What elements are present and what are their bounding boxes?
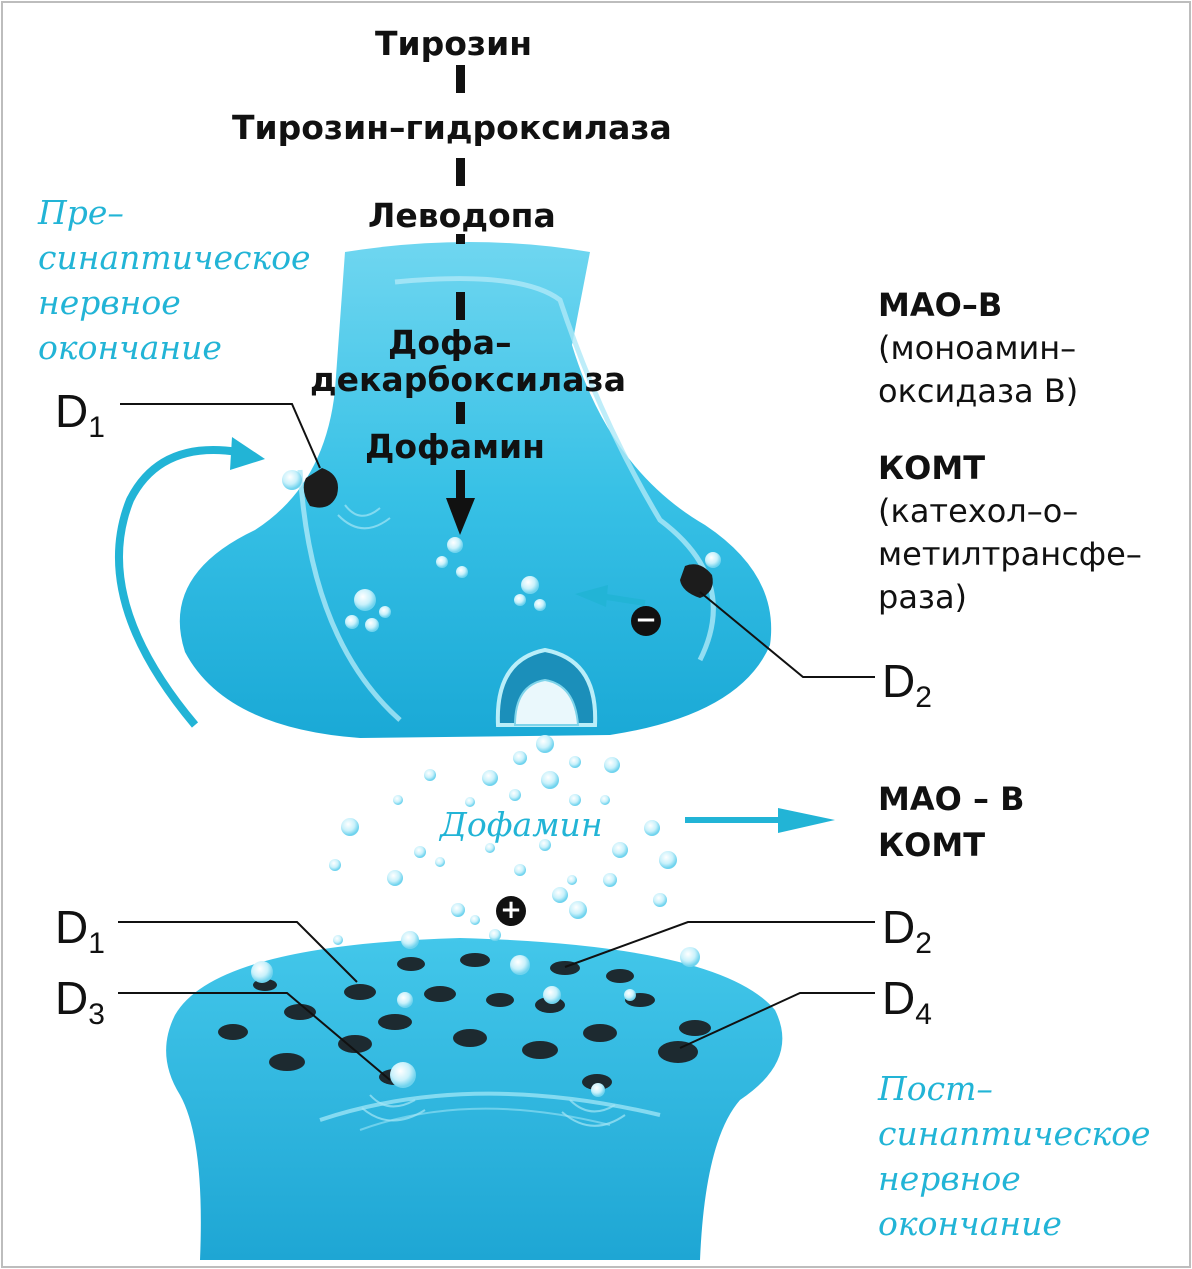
presynaptic-d1-label: D1 <box>55 384 105 445</box>
tyrosine-label: Тирозин <box>375 24 532 63</box>
presynaptic-label: Пре– синаптическое нервное окончание <box>38 190 311 370</box>
dopa-decarboxylase-label-line2: декарбоксилаза <box>310 360 626 399</box>
komt-desc-line1: (катехол–о– <box>878 490 1142 533</box>
mao-b-title: МАО–В <box>878 284 1142 327</box>
activation-plus-sign: + <box>496 896 526 926</box>
komt-desc-line2: метилтрансфе– <box>878 533 1142 576</box>
komt-desc-line3: раза) <box>878 576 1142 619</box>
enzyme-descriptions: МАО–В (моноамин– оксидаза В) КОМТ (катех… <box>878 284 1142 619</box>
presynaptic-d2-label: D2 <box>882 654 932 715</box>
tyrosine-hydroxylase-label: Тирозин–гидроксилаза <box>232 108 672 147</box>
dopa-decarboxylase-label-line1: Дофа– <box>388 323 512 362</box>
cleft-dopamine-label: Дофамин <box>440 802 603 847</box>
dopamine-synthesis-label: Дофамин <box>365 427 545 466</box>
cleft-komt-label: КОМТ <box>878 824 985 867</box>
inhibition-minus-sign: − <box>631 606 661 636</box>
postsynaptic-d3-label: D3 <box>55 971 105 1032</box>
mao-b-desc-line1: (моноамин– <box>878 327 1142 370</box>
komt-title: КОМТ <box>878 447 1142 490</box>
postsynaptic-d4-label: D4 <box>882 971 932 1032</box>
metabolism-arrow <box>685 817 780 823</box>
postsynaptic-label: Пост– синаптическое нервное окончание <box>878 1066 1151 1246</box>
postsynaptic-d2-label: D2 <box>882 900 932 961</box>
postsynaptic-d1-label: D1 <box>55 900 105 961</box>
levodopa-label: Леводопа <box>368 196 556 235</box>
cleft-mao-b-label: МАО – В <box>878 778 1024 821</box>
mao-b-desc-line2: оксидаза В) <box>878 370 1142 413</box>
